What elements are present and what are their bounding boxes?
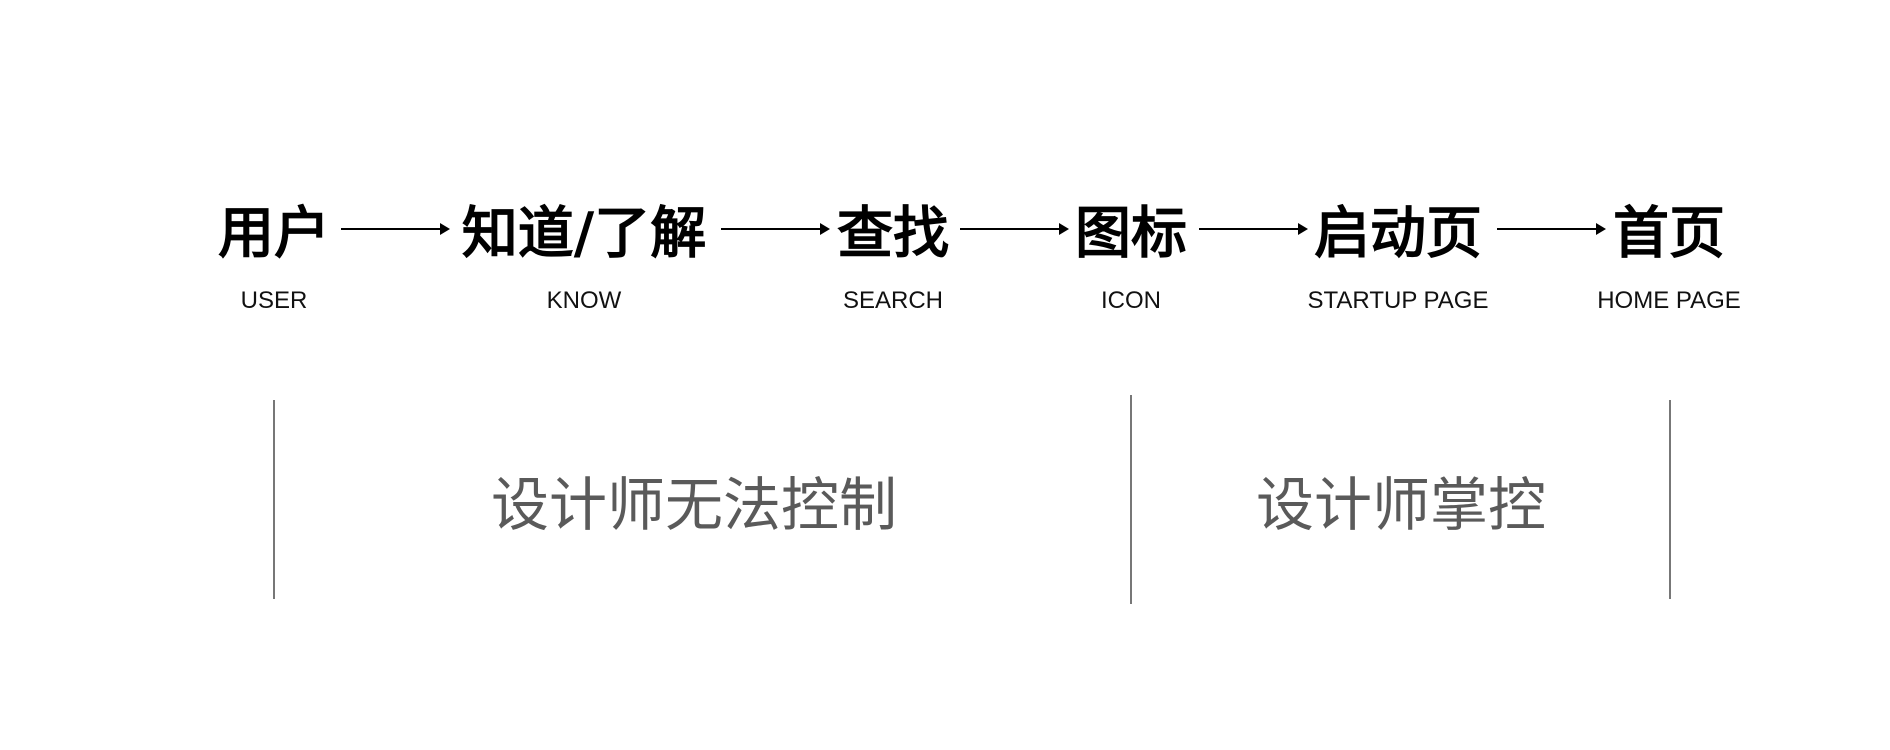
- arrow-icon: [1199, 223, 1308, 235]
- step-know-sub: KNOW: [546, 287, 622, 314]
- step-user: 用户: [218, 201, 330, 267]
- divider-left: [273, 400, 275, 599]
- step-user-sub: USER: [240, 287, 308, 314]
- step-know: 知道/了解: [461, 201, 707, 267]
- zone-controlled-label: 设计师掌控: [1255, 471, 1547, 539]
- arrow-icon: [721, 223, 830, 235]
- step-startup-page: 启动页: [1314, 201, 1482, 267]
- step-home-page-sub: HOME PAGE: [1597, 287, 1741, 314]
- step-startup-page-sub: STARTUP PAGE: [1307, 287, 1489, 314]
- step-icon-sub: ICON: [1101, 287, 1161, 314]
- divider-middle: [1130, 395, 1132, 604]
- arrow-icon: [960, 223, 1069, 235]
- arrow-icon: [341, 223, 450, 235]
- step-icon: 图标: [1075, 201, 1187, 267]
- step-search-sub: SEARCH: [842, 287, 944, 314]
- arrow-icon: [1497, 223, 1606, 235]
- zone-uncontrolled-label: 设计师无法控制: [490, 471, 898, 539]
- step-home-page: 首页: [1613, 201, 1725, 267]
- step-search: 查找: [837, 201, 949, 267]
- divider-right: [1669, 400, 1671, 599]
